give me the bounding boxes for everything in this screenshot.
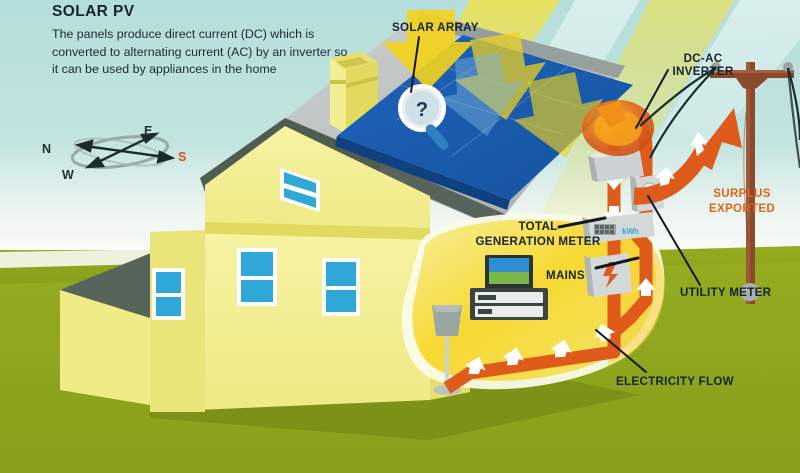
- label-surplus-line1: SURPLUS: [713, 187, 771, 200]
- mains-box: [584, 253, 632, 297]
- label-electricity-flow: ELECTRICITY FLOW: [616, 375, 734, 388]
- label-surplus-exported: SURPLUS EXPORTED: [688, 186, 796, 216]
- label-dc-ac-inverter-line1: DC-AC: [683, 52, 723, 65]
- windows: [152, 168, 360, 320]
- intro-paragraph: The panels produce direct current (DC) w…: [52, 27, 348, 77]
- leader-electricity-flow: [595, 329, 647, 373]
- label-solar-array: SOLAR ARRAY: [392, 21, 479, 34]
- leader-lines: [410, 36, 701, 373]
- window-right-main: [322, 258, 360, 316]
- sun-glow: [582, 100, 654, 156]
- meter-units-text: kWh: [622, 227, 639, 236]
- leader-mains: [594, 256, 640, 270]
- solar-array: ?: [335, 10, 633, 210]
- compass-label-east: E: [144, 124, 153, 138]
- generation-meter: kWh: [582, 212, 655, 243]
- leader-generation-meter: [557, 216, 607, 229]
- label-mains: MAINS: [546, 269, 585, 282]
- panel-absorb-arrows: [438, 52, 524, 136]
- magnifier-icon: ?: [398, 84, 449, 150]
- label-total-generation-meter: TOTAL GENERATION METER: [473, 219, 603, 249]
- cutaway-interior: kWh: [401, 116, 665, 395]
- compass-label-north: N: [42, 142, 52, 156]
- compass-label-south: S: [178, 150, 187, 164]
- leader-solar-array: [410, 36, 420, 93]
- compass-label-west: W: [62, 168, 74, 182]
- surplus-arrow: [633, 108, 742, 205]
- utility-pole: [639, 62, 800, 304]
- computer: [470, 255, 548, 320]
- svg-text:?: ?: [416, 99, 428, 121]
- label-dc-ac-inverter: DC-AC INVERTER: [655, 52, 751, 78]
- window-wing: [152, 268, 185, 320]
- compass-rose: [70, 132, 176, 169]
- label-surplus-line2: EXPORTED: [708, 202, 776, 216]
- label-tgm-line2: GENERATION METER: [475, 235, 601, 249]
- leader-utility-meter: [647, 195, 701, 286]
- sunlight-arrows: [382, 10, 603, 158]
- label-dc-ac-inverter-line2: INVERTER: [672, 64, 734, 78]
- lightning-bolt-icon: [603, 262, 618, 288]
- window-gable: [280, 168, 320, 212]
- label-tgm-line1: TOTAL: [518, 220, 558, 233]
- floor-lamp: [432, 305, 462, 395]
- page-title: SOLAR PV: [52, 3, 135, 20]
- leader-inverter: [635, 69, 669, 129]
- label-utility-meter: UTILITY METER: [680, 286, 772, 299]
- window-left-main: [237, 248, 277, 306]
